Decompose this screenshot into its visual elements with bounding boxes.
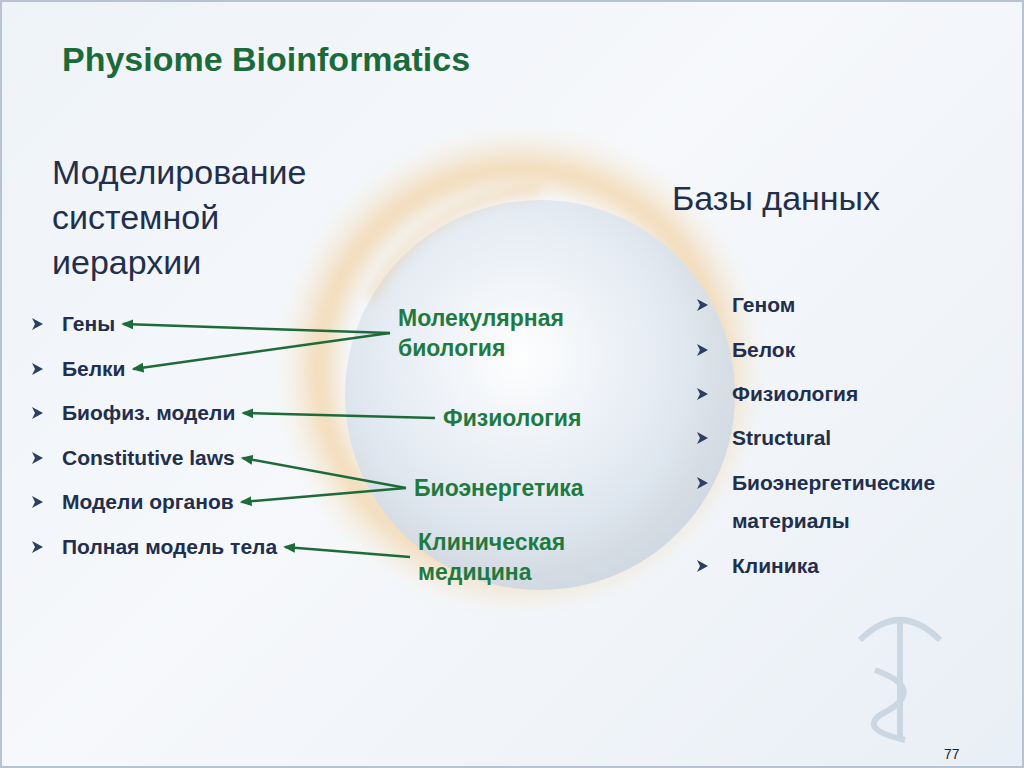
- node-text: Полная модель тела: [62, 534, 277, 560]
- node-text: Биоэнергетика: [414, 473, 584, 503]
- database-item: Биоэнергетические материалы: [732, 464, 987, 540]
- bullet-arrow: [697, 344, 708, 356]
- column-heading: Моделирование системной иерархии: [52, 150, 372, 285]
- connector-arrow: [243, 458, 406, 488]
- bullet-arrow: [32, 363, 43, 375]
- database-item: Клиника: [732, 547, 819, 585]
- hierarchy-item: Модели органов: [62, 489, 234, 515]
- node-text: Constitutive laws: [62, 445, 235, 471]
- connector-arrow: [134, 333, 390, 369]
- database-item: Геном: [732, 286, 795, 324]
- caduceus-symbol: [860, 620, 940, 740]
- hierarchy-item: Гены: [62, 311, 115, 337]
- globe-glow: [370, 190, 540, 300]
- hierarchy-item: Constitutive laws: [62, 445, 235, 471]
- bullet-arrow: [697, 432, 708, 444]
- bullet-arrow: [32, 541, 43, 553]
- bullet-arrow: [32, 452, 43, 464]
- database-item: Structural: [732, 419, 831, 457]
- database-item: Белок: [732, 331, 795, 369]
- bullet-arrow: [32, 496, 43, 508]
- node-text: Гены: [62, 311, 115, 337]
- discipline-label: Биоэнергетика: [414, 473, 584, 503]
- node-text: Молекулярная биология: [398, 303, 613, 363]
- node-text: Клиническая медицина: [418, 527, 618, 587]
- column-heading: Базы данных: [672, 176, 880, 221]
- connector-arrow: [242, 488, 406, 502]
- discipline-label: Молекулярная биология: [398, 303, 613, 363]
- bullet-arrow: [697, 388, 708, 400]
- discipline-label: Клиническая медицина: [418, 527, 618, 587]
- bullet-arrow: [697, 477, 708, 489]
- hierarchy-item: Биофиз. модели: [62, 400, 235, 426]
- hierarchy-item: Белки: [62, 356, 126, 382]
- bullet-arrow: [32, 407, 43, 419]
- connector-arrow: [243, 413, 435, 418]
- slide-title: Physiome Bioinformatics: [62, 40, 470, 79]
- bullet-arrow: [697, 560, 708, 572]
- connector-arrow: [285, 547, 410, 557]
- bullet-arrow: [697, 299, 708, 311]
- node-text: Биофиз. модели: [62, 400, 235, 426]
- bullet-arrow: [32, 318, 43, 330]
- page-number: 77: [944, 746, 960, 762]
- connector-arrow: [123, 324, 390, 333]
- hierarchy-item: Полная модель тела: [62, 534, 277, 560]
- node-text: Белки: [62, 356, 126, 382]
- database-item: Физиология: [732, 375, 858, 413]
- discipline-label: Физиология: [443, 403, 581, 433]
- node-text: Модели органов: [62, 489, 234, 515]
- node-text: Физиология: [443, 403, 581, 433]
